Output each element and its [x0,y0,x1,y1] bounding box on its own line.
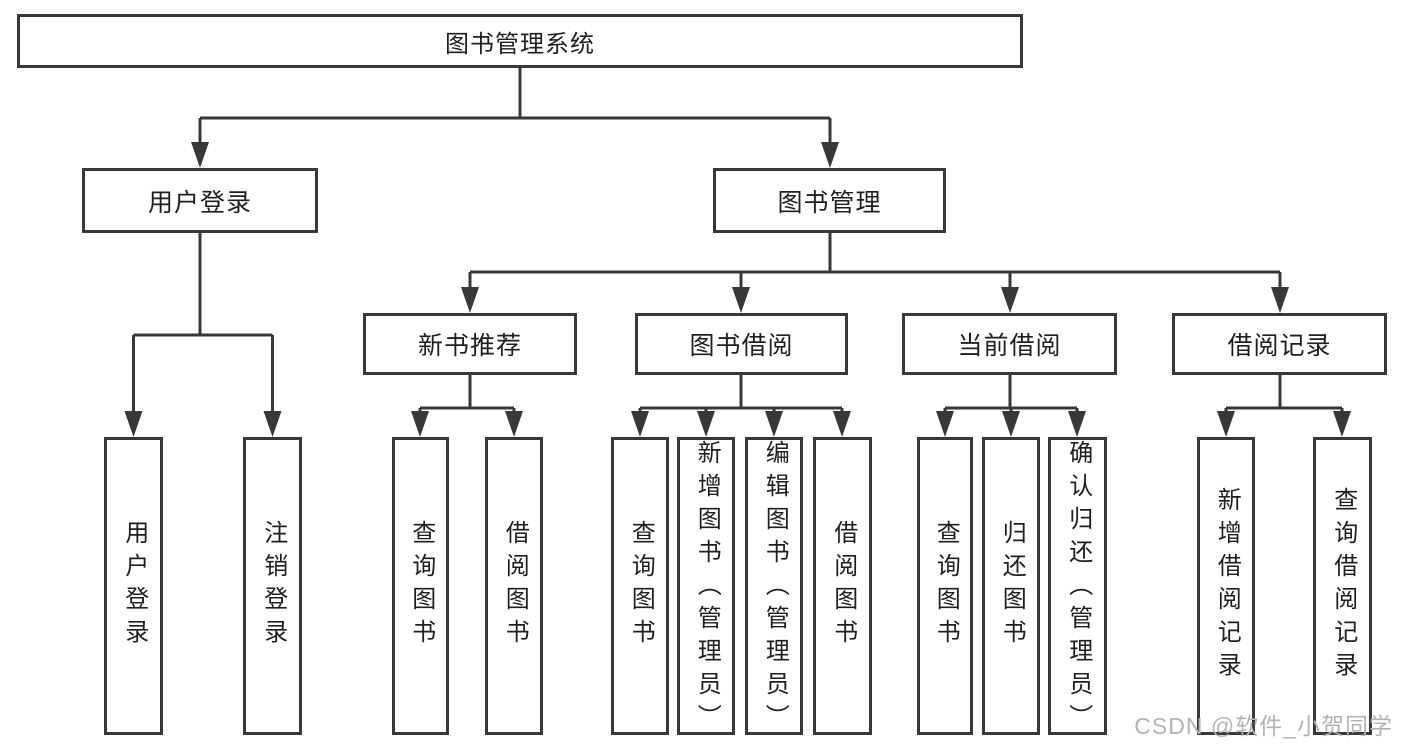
arrow-down-icon [1271,287,1289,313]
arrow-down-icon [697,411,715,437]
connector-borrow-records-to-leaves [1217,375,1351,437]
node-book-borrow: 图书借阅 [635,313,848,375]
arrow-down-icon [1001,287,1019,313]
connector-current-borrow-to-leaves [936,375,1086,437]
leaf-confirm-return-admin: 确认归还（管理员） [1048,437,1107,737]
leaf-user-login: 用户登录 [104,437,163,735]
connector-new-book-recommend-to-leaves [411,375,523,437]
leaf-query-books-current: 查询图书 [917,437,973,735]
node-borrow-records-label: 借阅记录 [1227,332,1332,360]
leaf-borrow-books-recommend-label: 借阅图书 [501,520,529,652]
arrow-down-icon [1002,411,1020,437]
arrow-down-icon [1217,411,1235,437]
leaf-query-books-borrow-label: 查询图书 [627,520,655,652]
node-current-borrow-label: 当前借阅 [957,332,1062,360]
arrow-down-icon [461,287,479,313]
connector-user-login-to-leaves [124,233,282,437]
connector-book-borrow-to-leaves [631,375,851,437]
leaf-return-books: 归还图书 [982,437,1040,735]
arrow-down-icon [631,411,649,437]
arrow-down-icon [505,411,523,437]
leaf-confirm-return-admin-label: 确认归还（管理员） [1064,440,1092,737]
leaf-query-borrow-record: 查询借阅记录 [1313,437,1372,735]
arrow-down-icon [263,411,282,437]
leaf-edit-books-admin: 编辑图书（管理员） [745,437,803,737]
node-root-system: 图书管理系统 [17,14,1023,68]
node-new-book-recommend-label: 新书推荐 [417,332,522,360]
leaf-add-borrow-record-label: 新增借阅记录 [1213,487,1241,685]
connector-book-management-to-level3 [461,233,1289,313]
leaf-add-borrow-record: 新增借阅记录 [1197,437,1255,735]
node-current-borrow: 当前借阅 [902,313,1117,375]
leaf-logout: 注销登录 [243,437,302,735]
node-user-login-group: 用户登录 [82,168,318,233]
arrow-down-icon [124,411,143,437]
leaf-borrow-books-label: 借阅图书 [829,520,857,652]
leaf-edit-books-admin-label: 编辑图书（管理员） [761,440,789,737]
arrow-down-icon [732,287,750,313]
node-book-borrow-label: 图书借阅 [689,332,794,360]
leaf-return-books-label: 归还图书 [998,520,1026,652]
arrow-down-icon [1333,411,1351,437]
arrow-down-icon [765,411,783,437]
csdn-watermark: CSDN @软件_小贺同学 [1134,713,1393,739]
leaf-query-borrow-record-label: 查询借阅记录 [1329,487,1357,685]
leaf-add-books-admin-label: 新增图书（管理员） [693,440,721,737]
node-root-label: 图书管理系统 [445,30,595,58]
arrow-down-icon [833,411,851,437]
leaf-borrow-books: 借阅图书 [813,437,872,735]
leaf-borrow-books-recommend: 借阅图书 [485,437,543,735]
node-new-book-recommend: 新书推荐 [363,313,577,375]
arrow-down-icon [191,142,209,168]
leaf-user-login-label: 用户登录 [120,520,148,652]
arrow-down-icon [411,411,429,437]
node-book-management-label: 图书管理 [777,188,882,217]
arrow-down-icon [936,411,954,437]
node-user-login-label: 用户登录 [147,188,252,217]
leaf-query-books-recommend-label: 查询图书 [407,520,435,652]
node-book-management-group: 图书管理 [713,168,946,233]
leaf-query-books-borrow: 查询图书 [611,437,669,735]
connector-root-to-level2 [191,68,839,168]
leaf-query-books-current-label: 查询图书 [932,520,960,652]
leaf-logout-label: 注销登录 [259,520,287,652]
arrow-down-icon [821,142,839,168]
arrow-down-icon [1068,411,1086,437]
leaf-query-books-recommend: 查询图书 [392,437,449,735]
leaf-add-books-admin: 新增图书（管理员） [677,437,735,737]
node-borrow-records: 借阅记录 [1172,313,1387,375]
